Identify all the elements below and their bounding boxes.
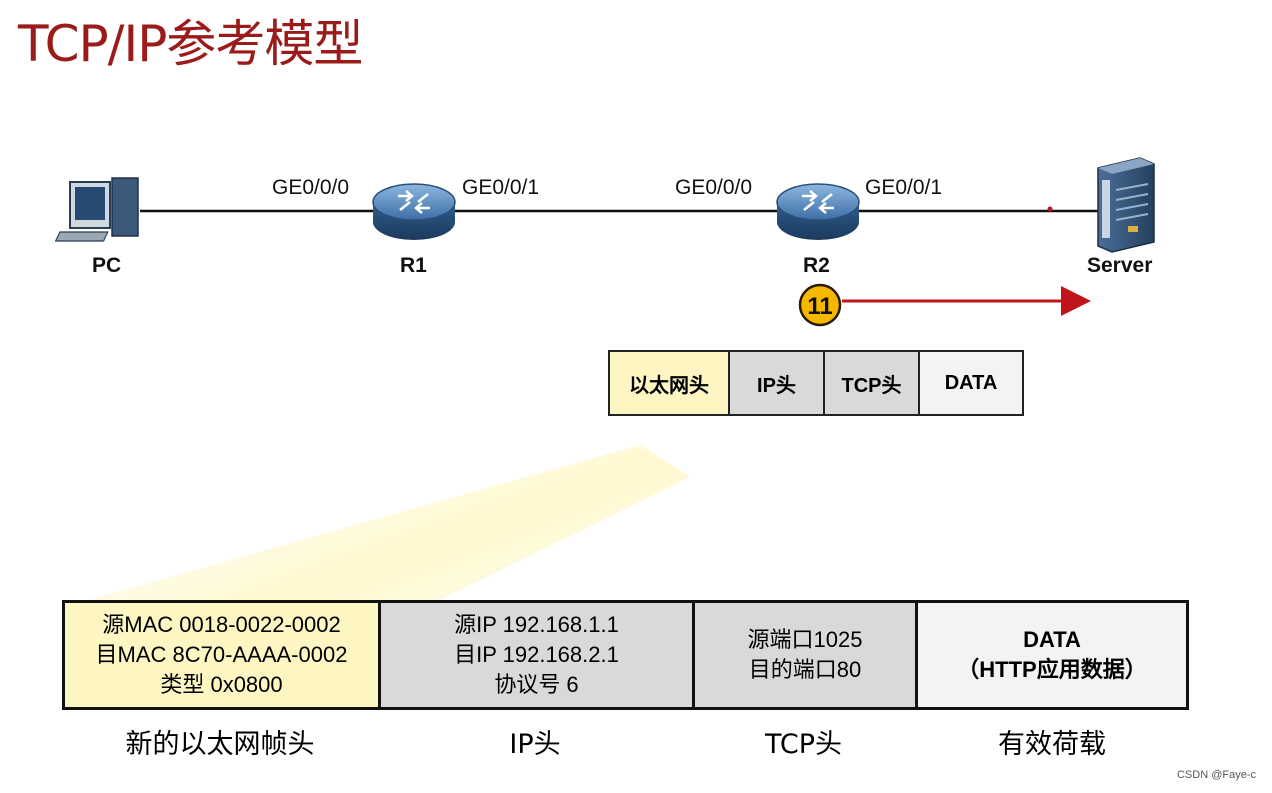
server-icon [1097, 157, 1155, 253]
src-port: 源端口1025 [747, 627, 863, 652]
router-r1-icon [372, 183, 456, 240]
watermark: CSDN @Faye-c [1176, 769, 1256, 781]
data-line2: （HTTP应用数据） [957, 657, 1147, 682]
src-mac: 源MAC 0018-0022-0002 [102, 612, 341, 637]
step-badge [798, 283, 842, 327]
pc-icon [54, 177, 139, 242]
caption-eth: 新的以太网帧头 [125, 729, 315, 760]
link-marker [1047, 206, 1053, 212]
iface-r1-right: GE0/0/1 [462, 176, 540, 199]
node-label-server: Server [1087, 254, 1153, 277]
node-label-r2: R2 [803, 254, 830, 277]
packet-tcp-header: TCP头 [825, 352, 920, 414]
frame-detail: 源MAC 0018-0022-0002 目MAC 8C70-AAAA-0002 … [62, 600, 1189, 710]
packet-eth-header: 以太网头 [610, 352, 730, 414]
iface-r2-left: GE0/0/0 [675, 176, 753, 199]
dst-ip: 目IP 192.168.2.1 [454, 642, 619, 667]
node-label-pc: PC [92, 254, 122, 277]
data-line1: DATA [1023, 627, 1081, 652]
caption-tcp: TCP头 [764, 729, 843, 760]
packet-ip-header: IP头 [730, 352, 825, 414]
packet-diagram: 以太网头 IP头 TCP头 DATA [608, 350, 1024, 416]
router-r2-icon [776, 183, 860, 240]
frame-tcp-header: 源端口1025 目的端口80 [695, 603, 918, 707]
dst-port: 目的端口80 [748, 657, 862, 682]
iface-r1-left: GE0/0/0 [272, 176, 350, 199]
protocol-number: 协议号 6 [494, 672, 579, 697]
step-badge-number: 11 [807, 293, 832, 320]
caption-data: 有效荷载 [998, 729, 1106, 760]
dst-mac: 目MAC 8C70-AAAA-0002 [95, 642, 348, 667]
frame-data: DATA （HTTP应用数据） [918, 603, 1186, 707]
caption-ip: IP头 [509, 729, 561, 760]
frame-ip-header: 源IP 192.168.1.1 目IP 192.168.2.1 协议号 6 [381, 603, 695, 707]
page-title: TCP/IP参考模型 [18, 15, 363, 73]
frame-eth-header: 源MAC 0018-0022-0002 目MAC 8C70-AAAA-0002 … [65, 603, 381, 707]
src-ip: 源IP 192.168.1.1 [454, 612, 619, 637]
iface-r2-right: GE0/0/1 [865, 176, 943, 199]
packet-data: DATA [920, 352, 1022, 414]
node-label-r1: R1 [400, 254, 427, 277]
eth-type: 类型 0x0800 [160, 672, 283, 697]
